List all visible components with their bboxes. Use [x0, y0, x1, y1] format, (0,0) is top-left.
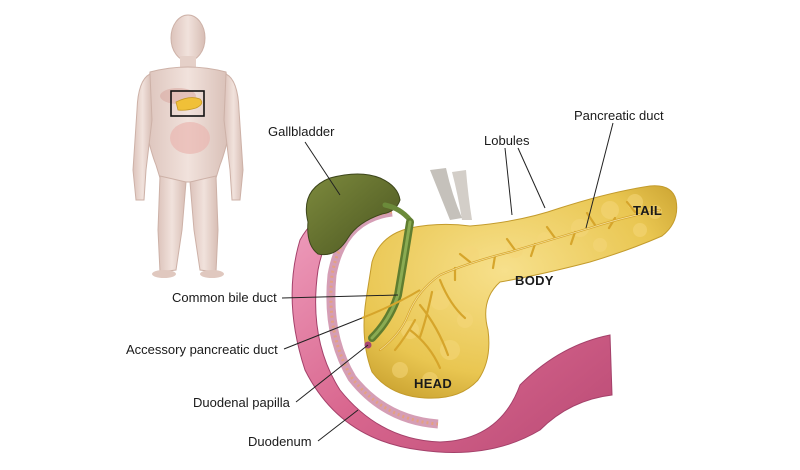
region-label-body: BODY: [515, 273, 554, 288]
leader-duodenum: [317, 409, 359, 442]
leader-lines: [281, 122, 614, 442]
label-duodenal-papilla: Duodenal papilla: [193, 395, 290, 410]
accessory-pancreatic-duct-shape: [361, 289, 421, 319]
common-bile-duct-highlight: [370, 220, 412, 340]
leader-duodenal-papilla: [295, 344, 369, 403]
figure-highlight-box: [170, 90, 205, 117]
figure-right-leg: [189, 175, 219, 273]
leader-gallbladder: [304, 141, 341, 196]
leader-common-bile-duct: [281, 294, 399, 299]
leader-lobules-a: [504, 147, 513, 216]
pancreatic-duct-highlight: [379, 209, 661, 351]
label-lobules: Lobules: [484, 133, 530, 148]
label-duodenum: Duodenum: [248, 434, 312, 449]
pancreas-detail: [291, 168, 678, 453]
leader-lobules-b: [517, 147, 546, 209]
figure-pancreas-icon: [175, 97, 203, 111]
figure-left-arm: [132, 73, 153, 201]
human-body-figure: [132, 14, 244, 278]
label-accessory-pancreatic-duct: Accessory pancreatic duct: [126, 342, 278, 357]
figure-left-foot: [152, 270, 176, 278]
label-gallbladder: Gallbladder: [268, 124, 335, 139]
cystic-duct: [382, 202, 413, 223]
region-label-tail: TAIL: [633, 203, 663, 218]
figure-neck: [180, 56, 196, 70]
figure-head: [170, 14, 206, 62]
label-common-bile-duct: Common bile duct: [172, 290, 277, 305]
figure-right-foot: [200, 270, 224, 278]
duodenum-shape: [291, 194, 613, 453]
vessel-grey: [430, 168, 462, 220]
figure-left-leg: [157, 175, 187, 273]
figure-intestines: [170, 122, 210, 154]
region-label-head: HEAD: [414, 376, 453, 391]
leader-pancreatic-duct: [585, 122, 614, 229]
leader-accessory-duct: [283, 317, 363, 350]
vessel-grey-2: [452, 170, 472, 220]
label-pancreatic-duct: Pancreatic duct: [574, 108, 664, 123]
figure-right-arm: [223, 73, 244, 201]
